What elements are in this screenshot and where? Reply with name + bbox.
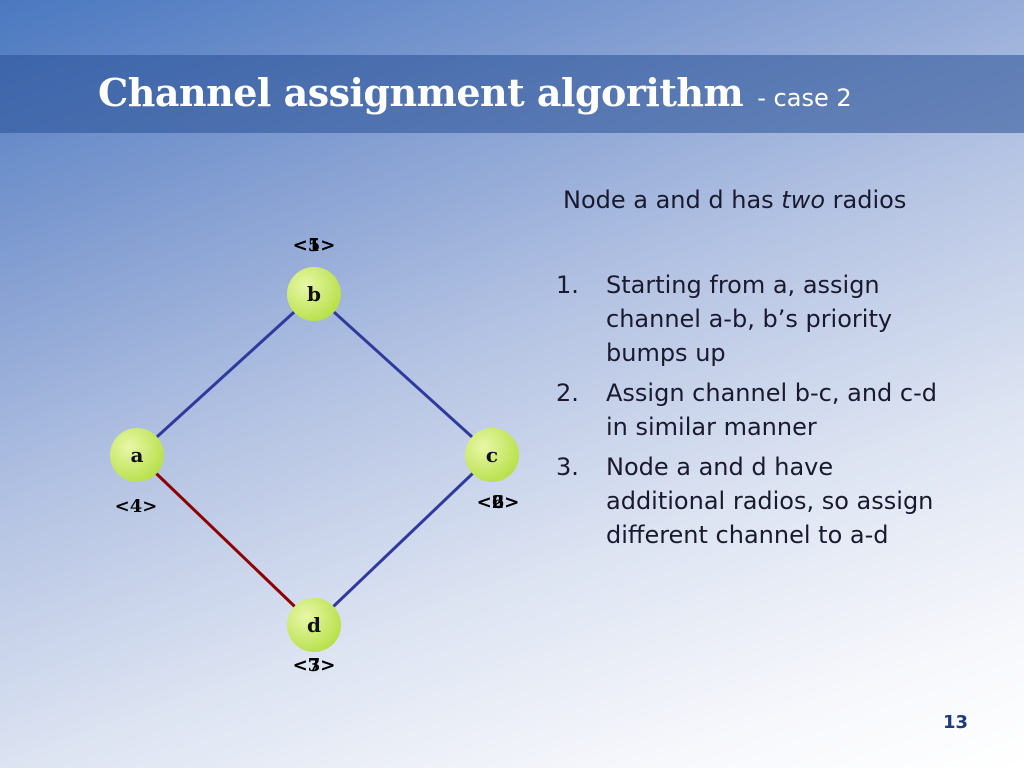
node-a: a bbox=[110, 428, 164, 482]
step-number: 1. bbox=[556, 271, 579, 299]
node-d: d bbox=[287, 598, 341, 652]
channel-label-c-2: <6> bbox=[477, 492, 520, 513]
node-d-circle bbox=[287, 598, 341, 652]
channel-label-a-1: <4> bbox=[115, 496, 158, 517]
node-d-label: d bbox=[307, 613, 321, 637]
node-a-label: a bbox=[131, 443, 144, 467]
list-item: 1. Starting from a, assign channel a-b, … bbox=[556, 268, 976, 370]
step-text: Starting from a, assign channel a-b, b’s… bbox=[606, 271, 893, 367]
intro-before: Node a and d has bbox=[563, 186, 782, 214]
step-number: 3. bbox=[556, 453, 579, 481]
step-text: Node a and d have additional radios, so … bbox=[606, 453, 934, 549]
edge-c-d bbox=[312, 453, 494, 627]
node-b-circle bbox=[287, 267, 341, 321]
page-number: 13 bbox=[942, 712, 968, 733]
list-item: 3. Node a and d have additional radios, … bbox=[556, 450, 976, 552]
intro-text: Node a and d has two radios bbox=[563, 186, 906, 214]
edge-b-c bbox=[312, 292, 494, 457]
channel-label-c-1: <2> bbox=[477, 492, 520, 513]
title-main: Channel assignment algorithm bbox=[98, 70, 744, 115]
channel-label-b-1: <5> bbox=[293, 235, 336, 256]
node-c-label: c bbox=[486, 443, 498, 467]
intro-after: radios bbox=[825, 186, 907, 214]
node-c-circle bbox=[465, 428, 519, 482]
steps-list: 1. Starting from a, assign channel a-b, … bbox=[556, 268, 976, 558]
node-b: b bbox=[287, 267, 341, 321]
channel-label-b-2: <1> bbox=[293, 235, 336, 256]
edge-a-d bbox=[135, 453, 316, 627]
channel-label-d-1: <3> bbox=[293, 655, 336, 676]
channel-label-d-2: <7> bbox=[293, 655, 336, 676]
slide-title: Channel assignment algorithm - case 2 bbox=[98, 70, 852, 126]
node-a-circle bbox=[110, 428, 164, 482]
node-b-label: b bbox=[307, 282, 321, 306]
title-subtitle: - case 2 bbox=[757, 84, 852, 112]
edge-a-b bbox=[135, 292, 316, 457]
intro-emphasis: two bbox=[781, 186, 826, 214]
node-c: c bbox=[465, 428, 519, 482]
step-number: 2. bbox=[556, 379, 579, 407]
step-text: Assign channel b-c, and c-d in similar m… bbox=[606, 379, 937, 441]
title-band bbox=[0, 55, 1024, 133]
list-item: 2. Assign channel b-c, and c-d in simila… bbox=[556, 376, 976, 444]
